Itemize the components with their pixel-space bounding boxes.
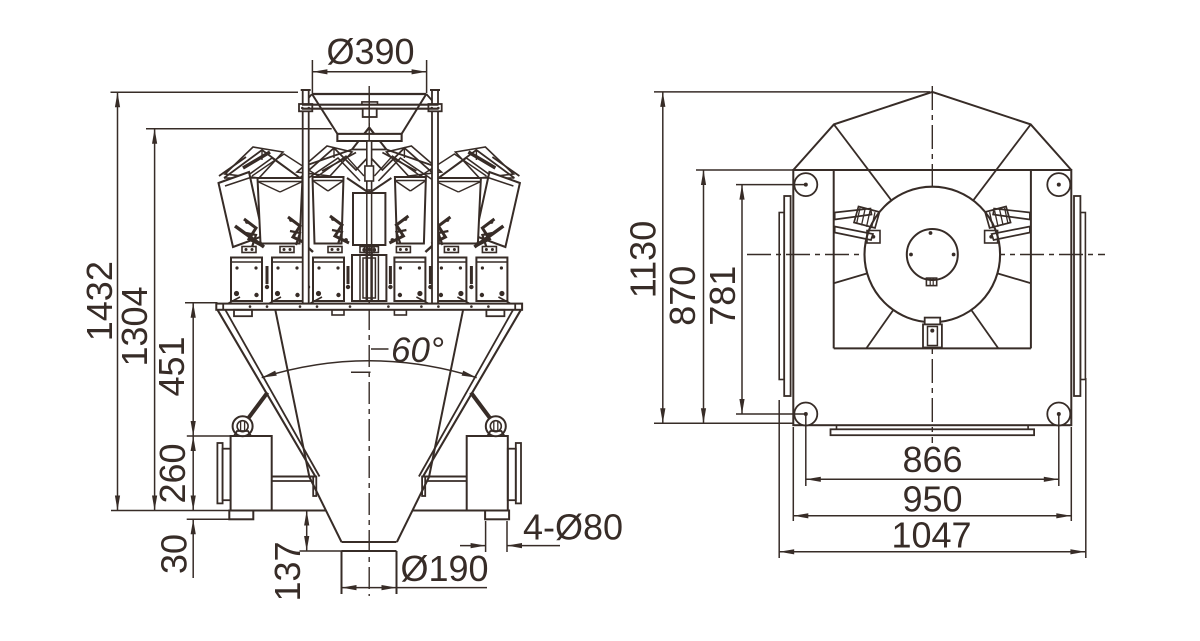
svg-text:950: 950 — [902, 479, 962, 520]
svg-text:Ø390: Ø390 — [326, 31, 414, 72]
svg-text:866: 866 — [902, 439, 962, 480]
svg-text:260: 260 — [152, 443, 193, 503]
svg-text:1432: 1432 — [79, 261, 120, 341]
svg-text:4-Ø80: 4-Ø80 — [523, 507, 623, 548]
svg-text:137: 137 — [267, 541, 308, 601]
svg-text:60°: 60° — [391, 331, 444, 370]
svg-text:451: 451 — [151, 336, 192, 396]
svg-text:870: 870 — [662, 266, 703, 326]
svg-text:1047: 1047 — [891, 514, 971, 555]
svg-text:1130: 1130 — [622, 221, 663, 298]
svg-text:1304: 1304 — [114, 286, 155, 366]
svg-text:781: 781 — [702, 266, 743, 326]
svg-text:Ø190: Ø190 — [400, 548, 488, 589]
svg-text:30: 30 — [153, 534, 194, 574]
